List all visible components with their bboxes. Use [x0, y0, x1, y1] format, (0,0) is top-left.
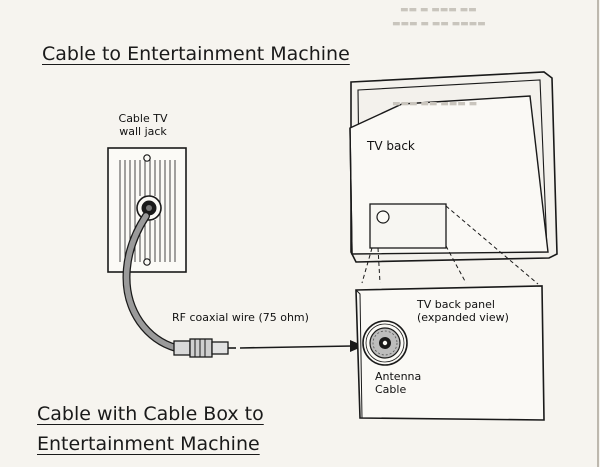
wall-jack-label-line1: Cable TV [118, 112, 168, 125]
section-heading-line2: Entertainment Machine [37, 433, 260, 455]
wall-jack-screw-bottom [143, 258, 151, 266]
connection-arrow [239, 340, 364, 352]
wall-jack-screw-top [143, 154, 151, 162]
wall-jack-label: Cable TV wall jack [112, 112, 174, 138]
rf-coaxial-cable [122, 212, 180, 352]
tv-back-panel-expanded [355, 285, 545, 421]
rf-wire-label: RF coaxial wire (75 ohm) [172, 311, 309, 324]
antenna-cable-label-line2: Cable [375, 383, 407, 396]
section-heading-line1: Cable with Cable Box to [37, 403, 264, 425]
tv-back-panel-label-line2: (expanded view) [417, 311, 509, 324]
tv-back [349, 71, 558, 263]
bleed-through-text: ▬▬▬ ▬▬ ▬▬▬ ▬ [392, 99, 478, 109]
section-heading-cable-to-machine: Cable to Entertainment Machine [42, 43, 350, 65]
bleed-through-text: ▬▬▬ ▬ ▬▬ ▬▬▬▬ [392, 19, 486, 29]
antenna-cable-label: Antenna Cable [375, 370, 421, 396]
expanded-view-guides [361, 205, 539, 285]
antenna-cable-label-line1: Antenna [375, 370, 422, 383]
tv-back-label: TV back [367, 139, 415, 153]
bleed-through-text: ▬▬ ▬ ▬▬▬ ▬▬ [400, 5, 477, 15]
section-heading-cable-box-to-machine: Cable with Cable Box to Entertainment Ma… [37, 399, 264, 459]
antenna-cable-input-jack [362, 320, 408, 366]
tv-back-panel-label-line1: TV back panel [417, 298, 495, 311]
tv-back-panel-label: TV back panel (expanded view) [417, 298, 509, 324]
cable-connector-plug [173, 338, 236, 358]
wall-jack-label-line2: wall jack [119, 125, 167, 138]
